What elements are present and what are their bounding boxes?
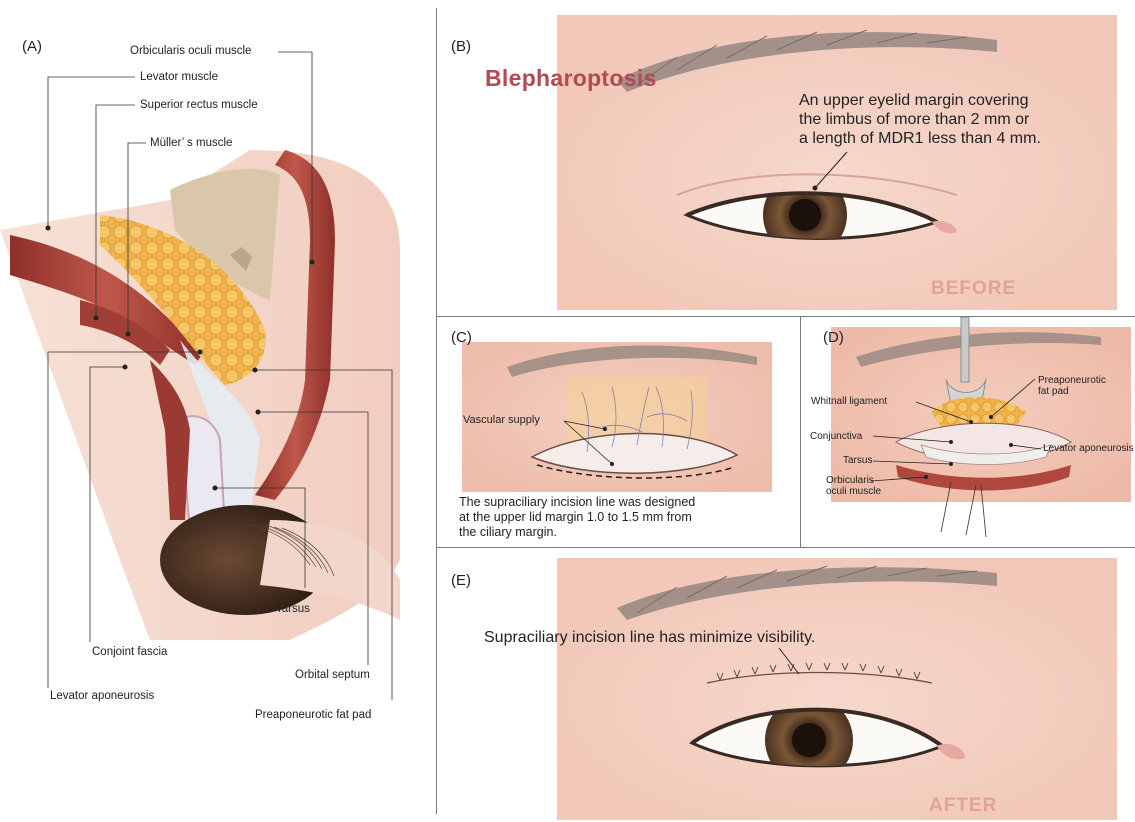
panel-d: (D) Preaponeurotic fat pad Whitnall liga… xyxy=(801,317,1135,547)
incision-description: The supraciliary incision line was desig… xyxy=(459,495,695,540)
label-muller-muscle: Müller’ s muscle xyxy=(150,137,232,149)
panel-label: (D) xyxy=(823,329,844,346)
label-levator-muscle: Levator muscle xyxy=(140,71,218,83)
label-line: fat pad xyxy=(1038,386,1106,397)
after-stamp: AFTER xyxy=(929,795,997,817)
description-line: at the upper lid margin 1.0 to 1.5 mm fr… xyxy=(459,510,695,525)
description-line: the ciliary margin. xyxy=(459,525,695,540)
label-orbicularis-oculi-muscle: Orbicularis oculi muscle xyxy=(130,45,251,57)
label-line: oculi muscle xyxy=(826,486,881,497)
label-preaponeurotic-fat-pad: Preaponeurotic fat pad xyxy=(255,709,371,721)
label-superior-rectus-muscle: Superior rectus muscle xyxy=(140,99,258,111)
label-levator-aponeurosis: Levator aponeurosis xyxy=(50,690,154,702)
label-conjoint-fascia: Conjoint fascia xyxy=(92,646,167,658)
after-description: Supraciliary incision line has minimize … xyxy=(484,628,815,647)
label-whitnall-ligament: Whitnall ligament xyxy=(811,396,887,407)
blepharoptosis-title: Blepharoptosis xyxy=(485,65,657,92)
label-vascular-supply: Vascular supply xyxy=(463,414,540,426)
blepharoptosis-description: An upper eyelid margin covering the limb… xyxy=(799,91,1041,148)
panel-label: (B) xyxy=(451,38,471,55)
before-eye-illustration xyxy=(437,0,1135,316)
before-stamp: BEFORE xyxy=(931,278,1016,300)
label-line: Preaponeurotic xyxy=(1038,375,1106,386)
panel-b: (B) Blepharoptosis An upper eyelid margi… xyxy=(437,0,1135,316)
label-levator-aponeurosis: Levator aponeurosis xyxy=(1043,443,1134,454)
label-preaponeurotic-fat-pad: Preaponeurotic fat pad xyxy=(1038,375,1106,397)
panel-e: (E) Supraciliary incision line has minim… xyxy=(437,548,1135,822)
description-line: a length of MDR1 less than 4 mm. xyxy=(799,129,1041,148)
description-line: The supraciliary incision line was desig… xyxy=(459,495,695,510)
description-line: the limbus of more than 2 mm or xyxy=(799,110,1041,129)
panel-label: (E) xyxy=(451,572,471,589)
panel-a: (A) Orbicularis oculi muscle Levator mus… xyxy=(0,0,436,822)
description-line: An upper eyelid margin covering xyxy=(799,91,1041,110)
label-orbicularis-oculi-muscle: Orbicularis oculi muscle xyxy=(826,475,881,497)
label-conjunctiva: Conjunctiva xyxy=(810,431,862,442)
panel-c: (C) Vascular supply The supraciliary inc… xyxy=(437,317,800,547)
label-line: Orbicularis xyxy=(826,475,881,486)
label-tarsus: Tarsus xyxy=(276,603,310,615)
label-tarsus: Tarsus xyxy=(843,455,872,466)
panel-label: (A) xyxy=(22,38,42,55)
label-orbital-septum: Orbital septum xyxy=(295,669,370,681)
panel-label: (C) xyxy=(451,329,472,346)
after-eye-illustration xyxy=(437,548,1135,822)
